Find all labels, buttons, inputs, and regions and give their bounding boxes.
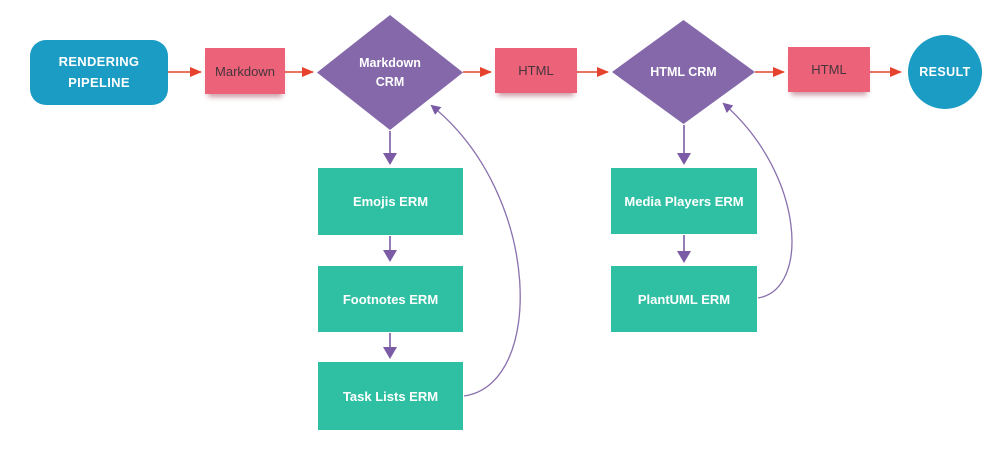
decision-markdown-crm: Markdown CRM	[317, 15, 463, 130]
decision-html-crm: HTML CRM	[612, 20, 755, 124]
sticky-note-label: Markdown	[215, 63, 275, 79]
sticky-note-html-1: HTML	[495, 48, 577, 93]
result-label: RESULT	[919, 65, 971, 79]
process-emojis-erm: Emojis ERM	[318, 168, 463, 235]
process-label: Task Lists ERM	[342, 388, 439, 404]
process-media-players-erm: Media Players ERM	[611, 168, 757, 234]
result-node: RESULT	[908, 35, 982, 109]
process-plantuml-erm: PlantUML ERM	[611, 266, 757, 332]
start-node-label: RENDERING PIPELINE	[58, 54, 140, 90]
sticky-note-markdown: Markdown	[205, 48, 285, 94]
process-label: Emojis ERM	[352, 194, 429, 209]
arrow-task-lists-erm-back-to-markdown-crm	[430, 104, 521, 397]
decision-label: Markdown CRM	[359, 55, 421, 89]
process-label: PlantUML ERM	[637, 291, 731, 307]
process-footnotes-erm: Footnotes ERM	[318, 266, 463, 332]
sticky-note-label: HTML	[518, 63, 554, 78]
process-label: Footnotes ERM	[342, 291, 439, 307]
sticky-note-html-2: HTML	[788, 47, 870, 92]
start-node-rendering-pipeline: RENDERING PIPELINE	[30, 40, 168, 105]
process-label: Media Players ERM	[624, 193, 744, 209]
sticky-note-label: HTML	[811, 62, 847, 77]
process-task-lists-erm: Task Lists ERM	[318, 362, 463, 430]
decision-label: HTML CRM	[650, 64, 717, 79]
